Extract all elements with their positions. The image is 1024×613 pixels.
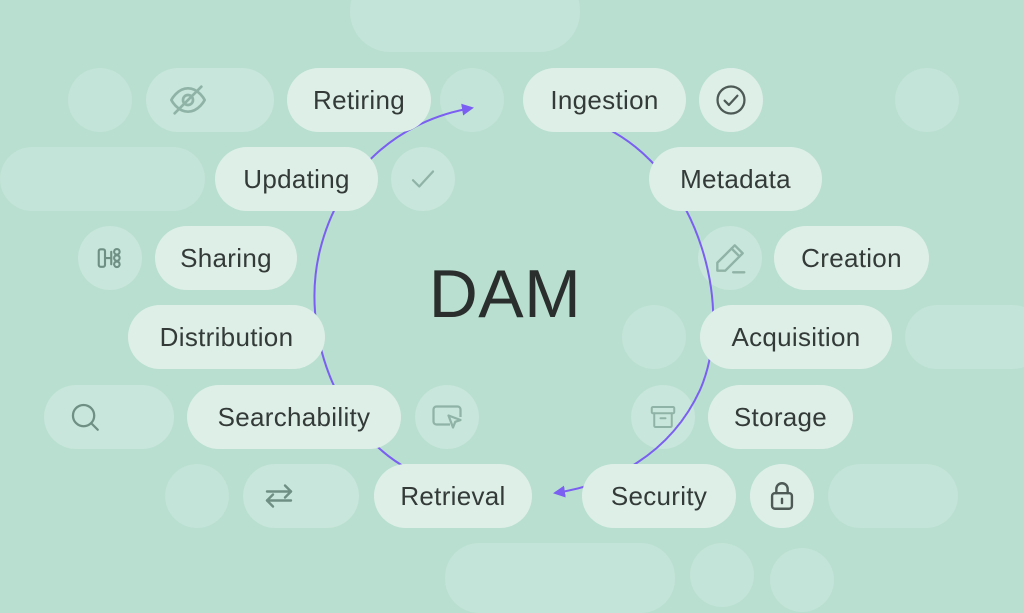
bg-shape bbox=[828, 464, 958, 528]
bg-shape bbox=[165, 464, 229, 528]
stage-creation: Creation bbox=[774, 226, 929, 290]
archive-box-icon bbox=[650, 406, 676, 428]
bg-shape bbox=[622, 305, 686, 369]
bg-shape bbox=[350, 0, 580, 52]
eye-off-icon bbox=[170, 85, 207, 115]
bg-shape bbox=[690, 543, 754, 607]
hierarchy-icon bbox=[97, 247, 121, 269]
eye-off-icon-pill bbox=[146, 68, 274, 132]
hierarchy-icon-circle bbox=[78, 226, 142, 290]
lock-icon-circle bbox=[750, 464, 814, 528]
stage-acquisition: Acquisition bbox=[700, 305, 892, 369]
bg-shape bbox=[895, 68, 959, 132]
lock-icon bbox=[770, 482, 794, 510]
search-icon bbox=[71, 403, 99, 431]
stage-retrieval: Retrieval bbox=[374, 464, 532, 528]
center-label: DAM bbox=[428, 256, 582, 332]
swap-arrows-icon-pill bbox=[243, 464, 359, 528]
check-circle-icon-circle bbox=[699, 68, 763, 132]
stage-storage: Storage bbox=[708, 385, 853, 449]
cursor-screen-icon bbox=[432, 405, 462, 429]
check-circle-icon bbox=[716, 85, 746, 115]
bg-shape bbox=[440, 68, 504, 132]
stage-searchability: Searchability bbox=[187, 385, 401, 449]
swap-arrows-icon bbox=[265, 484, 293, 508]
bg-shape bbox=[68, 68, 132, 132]
bg-shape bbox=[905, 305, 1024, 369]
stage-retiring: Retiring bbox=[287, 68, 431, 132]
stage-updating: Updating bbox=[215, 147, 378, 211]
pencil-icon bbox=[716, 244, 746, 274]
pencil-icon-circle bbox=[698, 226, 762, 290]
bg-shape bbox=[0, 147, 205, 211]
stage-sharing: Sharing bbox=[155, 226, 297, 290]
checkmark-icon-circle bbox=[391, 147, 455, 211]
stage-security: Security bbox=[582, 464, 736, 528]
stage-ingestion: Ingestion bbox=[523, 68, 686, 132]
cursor-screen-icon-circle bbox=[415, 385, 479, 449]
stage-metadata: Metadata bbox=[649, 147, 822, 211]
search-icon-pill bbox=[44, 385, 174, 449]
checkmark-icon bbox=[411, 170, 435, 188]
stage-distribution: Distribution bbox=[128, 305, 325, 369]
